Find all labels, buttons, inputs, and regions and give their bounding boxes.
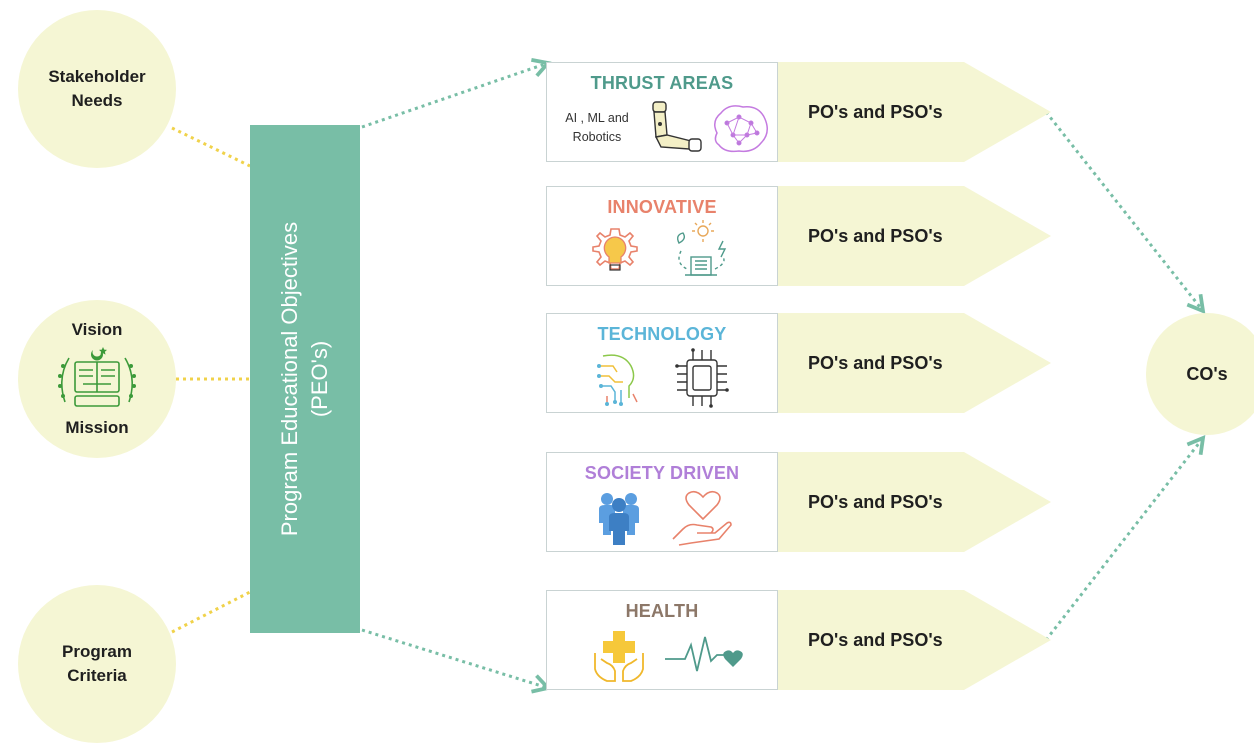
peo-to-health-arrow — [361, 628, 552, 694]
health-to-cos-arrow — [1044, 434, 1206, 641]
innovative-output: PO's and PSO's — [776, 186, 1051, 286]
thrust-areas-row: PO's and PSO's THRUST AREAS AI , ML and … — [546, 62, 1051, 162]
program-criteria-circle: Program Criteria — [18, 585, 176, 743]
health-row: PO's and PSO's HEALTH — [546, 590, 1051, 690]
mission-label: Mission — [65, 418, 129, 437]
peo-abbrev: (PEO's) — [307, 340, 332, 418]
peo-bar: Program Educational Objectives (PEO's) — [250, 125, 360, 633]
thrust-areas-card: THRUST AREAS AI , ML and Robotics — [546, 62, 778, 162]
technology-card: TECHNOLOGY — [546, 313, 778, 413]
stakeholder-needs-circle: Stakeholder Needs — [18, 10, 176, 168]
robotic-arm-icon — [652, 101, 702, 152]
innovative-card: INNOVATIVE — [546, 186, 778, 286]
stakeholder-needs-label: Stakeholder Needs — [48, 67, 146, 110]
peo-to-thrust-arrow — [361, 57, 552, 129]
medical-cross-hands-icon — [594, 631, 644, 682]
peo-label: Program Educational Objectives (PEO's) — [275, 222, 335, 536]
thrust-areas-output-label: PO's and PSO's — [808, 101, 943, 122]
thrust-to-cos-arrow — [1044, 111, 1206, 314]
thrust-areas-subtitle: AI , ML and Robotics — [565, 111, 629, 144]
peo-title: Program Educational Objectives — [277, 221, 302, 537]
society-driven-output: PO's and PSO's — [776, 452, 1051, 552]
circuit-head-icon — [597, 354, 638, 406]
society-driven-row: PO's and PSO's SOCIETY DRIVEN — [546, 452, 1051, 552]
vision-label: Vision — [71, 320, 123, 339]
university-seal-icon — [58, 347, 136, 407]
thrust-areas-output: PO's and PSO's — [776, 62, 1051, 162]
thrust-areas-title: THRUST AREAS — [590, 73, 734, 93]
gear-bulb-icon — [592, 228, 638, 271]
health-card: HEALTH — [546, 590, 778, 690]
cos-circle: CO's — [1146, 313, 1254, 435]
health-title: HEALTH — [625, 601, 699, 621]
society-driven-output-label: PO's and PSO's — [808, 491, 943, 512]
technology-output: PO's and PSO's — [776, 313, 1051, 413]
criteria-connector — [171, 590, 251, 634]
program-criteria-label: Program Criteria — [62, 642, 132, 685]
stakeholder-connector — [171, 126, 251, 168]
heartbeat-icon — [665, 636, 743, 672]
innovative-output-label: PO's and PSO's — [808, 225, 943, 246]
chip-phone-icon — [675, 348, 729, 408]
people-group-icon — [599, 493, 639, 545]
heart-hand-icon — [672, 490, 732, 546]
technology-row: PO's and PSO's TECHNOLOGY — [546, 313, 1051, 413]
health-output-label: PO's and PSO's — [808, 629, 943, 650]
innovative-row: PO's and PSO's INNOVATIVE — [546, 186, 1051, 286]
technology-output-label: PO's and PSO's — [808, 352, 943, 373]
health-output: PO's and PSO's — [776, 590, 1051, 690]
society-driven-title: SOCIETY DRIVEN — [584, 463, 740, 483]
society-driven-card: SOCIETY DRIVEN — [546, 452, 778, 552]
cos-label: CO's — [1186, 364, 1228, 384]
technology-title: TECHNOLOGY — [597, 324, 727, 344]
eco-cycle-icon — [676, 220, 727, 276]
brain-network-icon — [714, 105, 768, 153]
vision-mission-circle: Vision Mission — [18, 300, 176, 458]
innovative-title: INNOVATIVE — [607, 197, 717, 217]
